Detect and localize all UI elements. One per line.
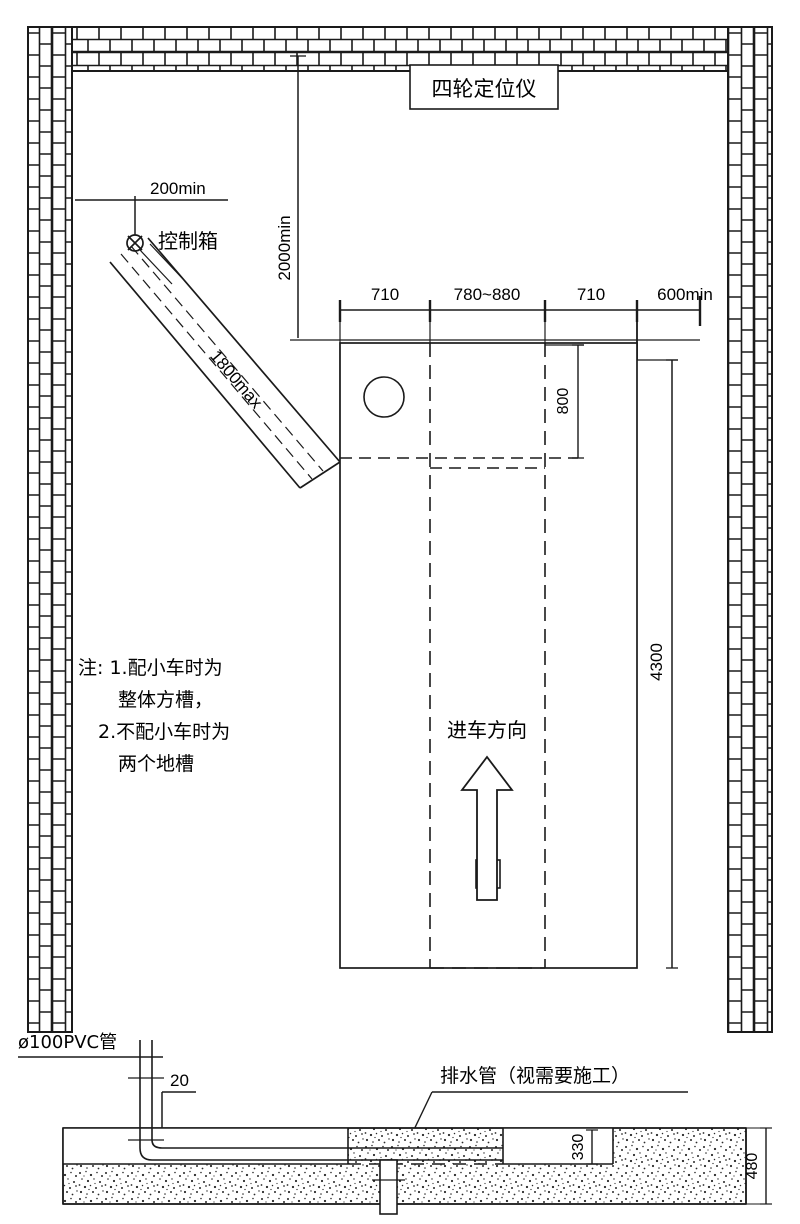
section-slab	[62, 1127, 747, 1205]
pit-void-left	[63, 1128, 348, 1164]
dim-800-label: 800	[555, 388, 572, 415]
entry-direction-label: 进车方向	[447, 718, 527, 742]
dim-480-label: 480	[744, 1153, 761, 1180]
pvc-pipe-callout: ø100PVC管	[18, 1032, 163, 1058]
dim-20-label: 20	[170, 1071, 189, 1090]
wall-left	[27, 26, 73, 1033]
pvc-label: ø100PVC管	[18, 1032, 117, 1053]
drain-riser-section	[372, 1159, 405, 1215]
title-box-label: 四轮定位仪	[432, 77, 537, 101]
note-line-2: 2.不配小车时为	[98, 721, 230, 743]
dim-800	[545, 344, 584, 459]
drain-label: 排水管（视需要施工）	[440, 1065, 630, 1087]
wall-top	[27, 26, 773, 72]
wall-assembly	[27, 26, 773, 1033]
wall-right	[727, 26, 773, 1033]
cable-duct	[109, 237, 341, 489]
dim-2000min	[290, 55, 700, 341]
dim-chain-label-2: 710	[577, 285, 605, 304]
dim-480	[746, 1127, 772, 1205]
entry-direction-arrow	[460, 755, 514, 901]
dim-4300	[637, 359, 678, 969]
dim-2000min-label: 2000min	[275, 215, 294, 280]
dim-chain-label-1: 780~880	[454, 285, 521, 304]
dim-chain-label-0: 710	[371, 285, 399, 304]
note-line-1: 整体方槽，	[118, 689, 213, 711]
control-box-label: 控制箱	[158, 229, 218, 253]
dim-330	[586, 1129, 598, 1165]
up-arrow-icon	[460, 755, 514, 901]
dim-200min-label: 200min	[150, 179, 206, 198]
title-box-frame	[409, 64, 559, 110]
note-line-3: 两个地槽	[118, 753, 194, 775]
dim-330-label: 330	[570, 1134, 587, 1161]
notes-block: 注: 1.配小车时为 整体方槽， 2.不配小车时为 两个地槽	[78, 657, 230, 775]
dim-chain-label-3: 600min	[657, 285, 713, 304]
note-line-0: 注: 1.配小车时为	[78, 657, 223, 679]
dim-4300-label: 4300	[647, 643, 666, 681]
title-box: 四轮定位仪	[409, 64, 559, 110]
pit-void-right	[503, 1128, 613, 1164]
control-box-group: 200min 控制箱	[75, 179, 228, 253]
control-box-symbol	[126, 234, 144, 252]
turntable-circle	[363, 376, 405, 418]
pvc-pipe-section	[128, 1040, 503, 1161]
